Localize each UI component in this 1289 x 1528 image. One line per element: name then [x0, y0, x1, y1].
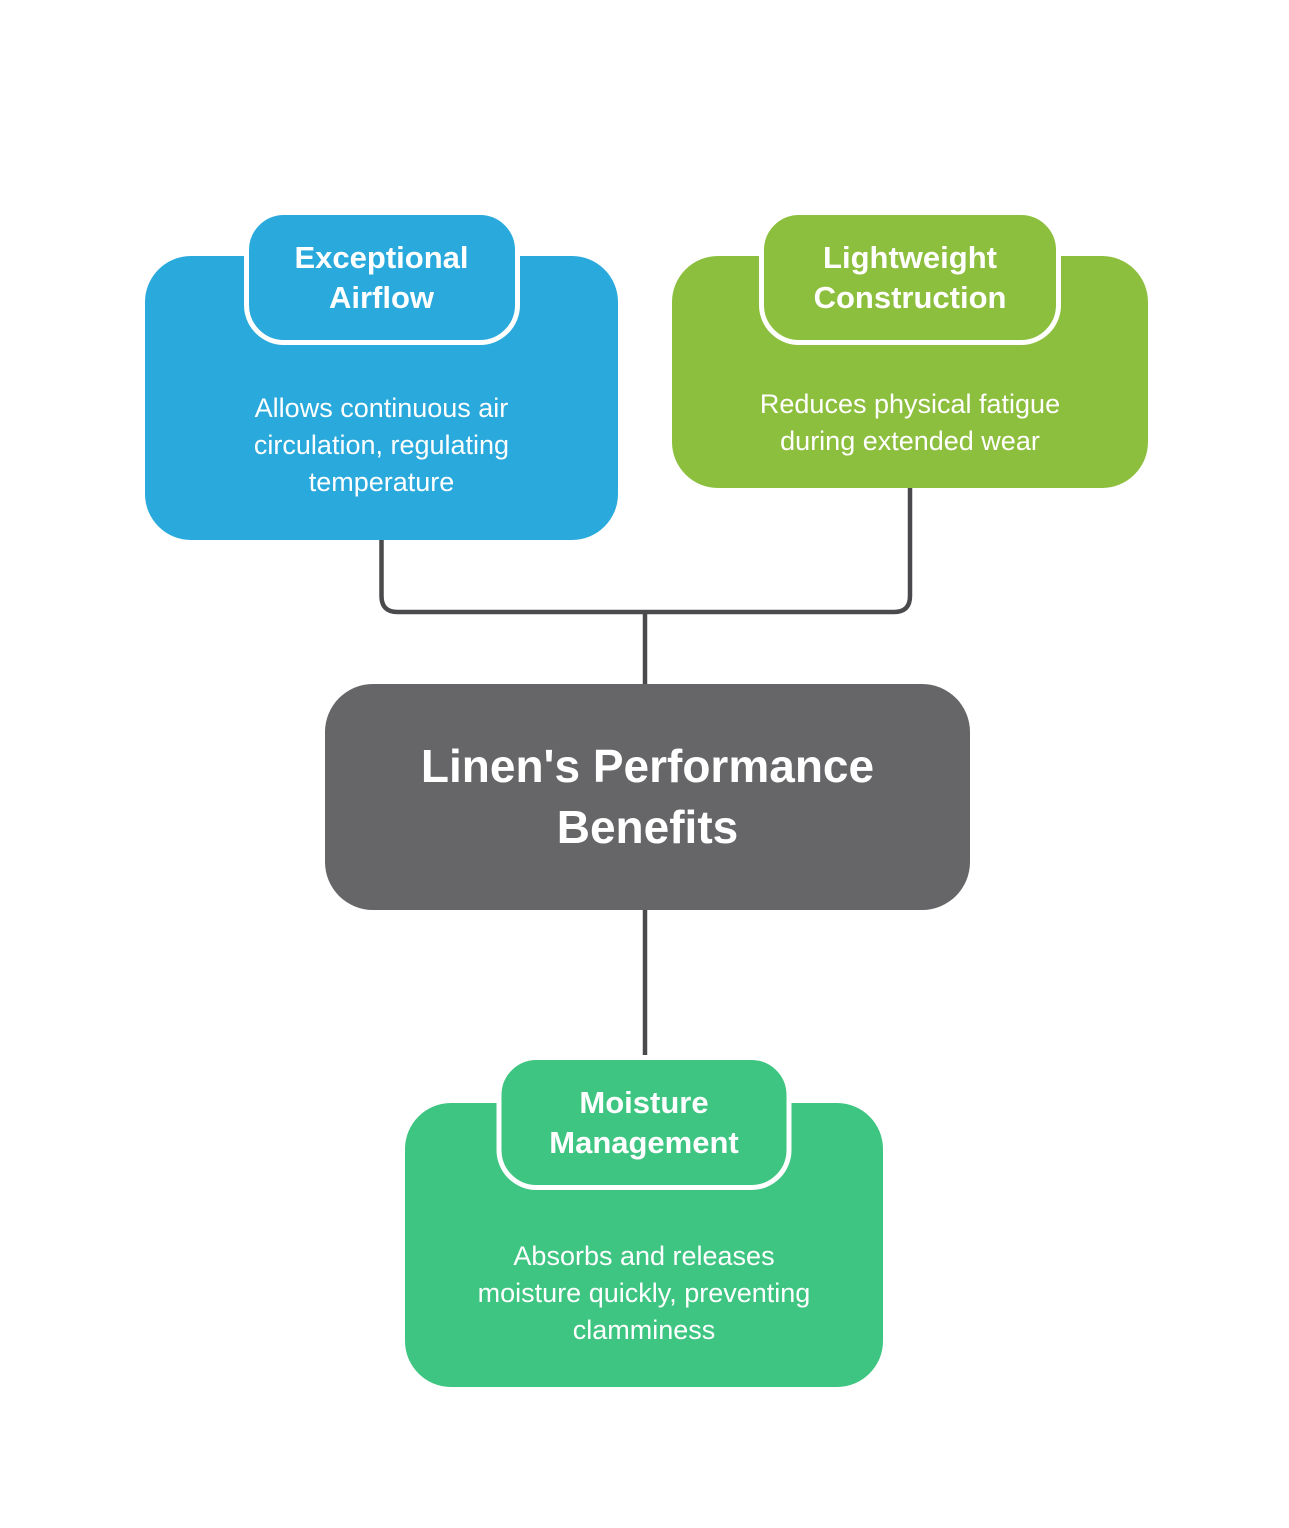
node-exceptional-airflow: Exceptional Airflow Allows continuous ai… [145, 210, 618, 540]
center-node-linens-performance-benefits: Linen's Performance Benefits [325, 684, 970, 910]
connector-lightweight-to-center [645, 488, 913, 615]
node-lightweight-construction-title-tab: Lightweight Construction [759, 210, 1061, 345]
node-moisture-management: Moisture Management Absorbs and releases… [405, 1055, 883, 1387]
node-moisture-management-title: Moisture Management [549, 1084, 739, 1160]
node-lightweight-construction-description: Reduces physical fatigue during extended… [759, 389, 1061, 456]
center-node-title: Linen's Performance Benefits [420, 740, 875, 853]
node-moisture-management-title-tab: Moisture Management [496, 1055, 792, 1190]
node-moisture-management-description: Absorbs and releases moisture quickly, p… [477, 1241, 811, 1345]
node-exceptional-airflow-description: Allows continuous air circulation, regul… [253, 393, 510, 497]
node-lightweight-construction-title: Lightweight Construction [813, 239, 1007, 315]
node-lightweight-construction: Lightweight Construction Reduces physica… [672, 210, 1148, 488]
node-exceptional-airflow-title: Exceptional Airflow [294, 239, 469, 315]
node-exceptional-airflow-title-tab: Exceptional Airflow [243, 210, 520, 345]
connector-airflow-to-center [379, 540, 645, 615]
